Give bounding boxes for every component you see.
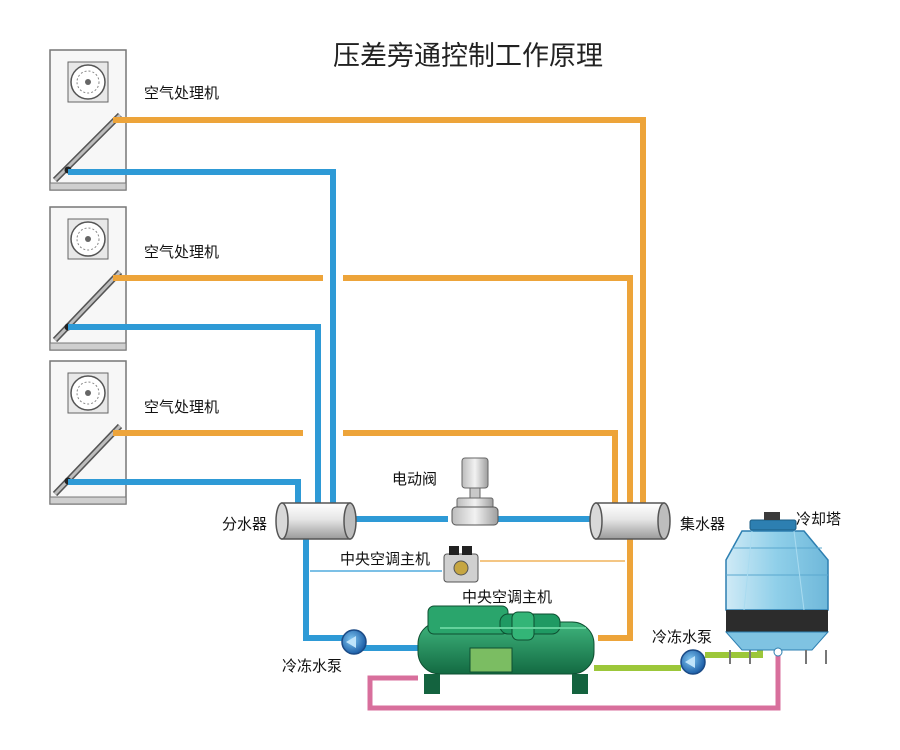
controller-label: 中央空调主机 <box>340 550 430 568</box>
fan-icon <box>67 218 109 260</box>
return-water-pipes <box>113 117 646 641</box>
pressure-controller-icon <box>443 546 479 583</box>
water-collector <box>589 502 671 540</box>
chiller-unit <box>417 605 595 694</box>
electric-valve-icon <box>451 457 499 526</box>
valve-label: 电动阀 <box>392 470 437 488</box>
pump-right-label: 冷冻水泵 <box>652 628 712 646</box>
water-distributor <box>275 502 357 540</box>
pump-right-icon <box>680 649 706 675</box>
diagram-title: 压差旁通控制工作原理 <box>333 41 603 72</box>
air-handler-3-label: 空气处理机 <box>144 398 219 416</box>
tower-label: 冷却塔 <box>796 510 841 528</box>
fan-icon <box>67 61 109 103</box>
distributor-label: 分水器 <box>222 515 267 533</box>
cooling-tower-icon <box>724 512 830 664</box>
chiller-label: 中央空调主机 <box>462 588 552 606</box>
chilled-water-pipes <box>68 169 592 651</box>
pump-left-icon <box>341 629 367 655</box>
air-handler-2-label: 空气处理机 <box>144 243 219 261</box>
fan-icon <box>67 372 109 414</box>
pump-left-label: 冷冻水泵 <box>282 657 342 675</box>
air-handler-1-label: 空气处理机 <box>144 84 219 102</box>
collector-label: 集水器 <box>680 515 725 533</box>
